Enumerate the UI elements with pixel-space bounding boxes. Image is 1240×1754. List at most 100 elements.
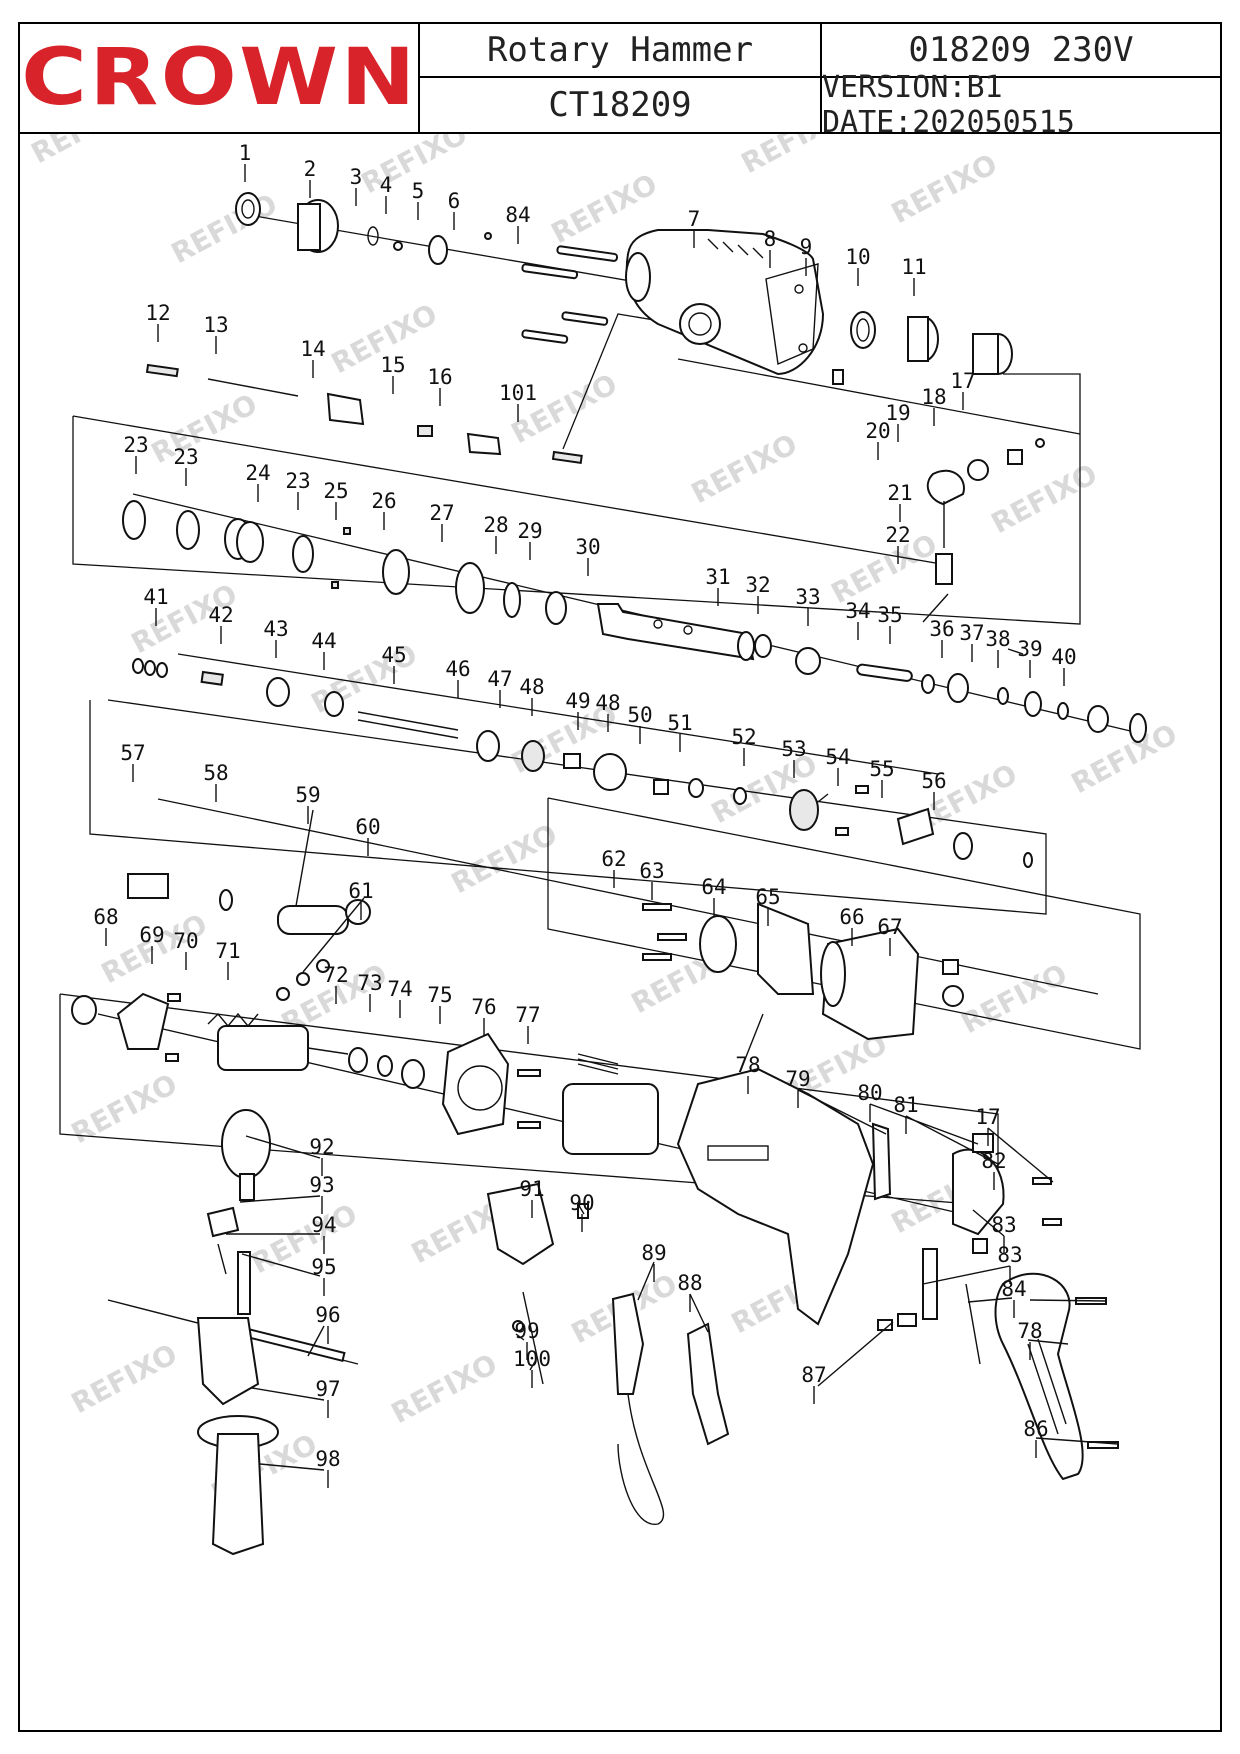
leader-line	[245, 1135, 321, 1159]
leader-line	[922, 1265, 1011, 1285]
part-label: 84	[505, 203, 530, 227]
part-label: 29	[517, 519, 542, 543]
part-label: 54	[825, 745, 850, 769]
watermark-text: REFIXO	[956, 957, 1073, 1040]
part-label: 17	[950, 369, 975, 393]
part-label: 80	[857, 1081, 882, 1105]
leader-line	[241, 1253, 321, 1277]
part-label: 38	[985, 627, 1010, 651]
part-label: 96	[315, 1303, 340, 1327]
clutch-row-23-30	[122, 500, 755, 661]
leader-line	[1029, 1299, 1107, 1302]
part-label: 35	[877, 603, 902, 627]
part-label: 65	[755, 885, 780, 909]
leader-line	[307, 1325, 325, 1357]
part-label: 101	[499, 381, 537, 405]
part-label: 15	[380, 353, 405, 377]
aux-handle-group-92-98	[107, 1109, 359, 1556]
part-label: 26	[371, 489, 396, 513]
part-label: 11	[901, 255, 926, 279]
part-label: 86	[1023, 1417, 1048, 1441]
part-label: 68	[93, 905, 118, 929]
bearing-row-8-11	[832, 311, 1013, 385]
lock-parts-12-16	[145, 363, 583, 464]
leader-line	[967, 1297, 1013, 1303]
brand-logo: CROWN	[20, 24, 420, 132]
watermark-text: REFIXO	[386, 1347, 503, 1430]
watermark-text: REFIXO	[826, 527, 943, 610]
part-label: 77	[515, 1003, 540, 1027]
part-label: 84	[1001, 1277, 1026, 1301]
part-label: 46	[445, 657, 470, 681]
part-label: 78	[1017, 1319, 1042, 1343]
part-label: 72	[323, 963, 348, 987]
model-code: CT18209	[420, 78, 822, 132]
part-label: 76	[471, 995, 496, 1019]
leader-line	[817, 1321, 894, 1387]
watermark-text: REFIXO	[166, 187, 283, 270]
gear-shaft-row-41-56	[132, 658, 1033, 868]
part-label: 63	[639, 859, 664, 883]
part-label: 56	[921, 769, 946, 793]
part-label: 93	[309, 1173, 334, 1197]
part-label: 43	[263, 617, 288, 641]
switch-group-79-84	[871, 1122, 1119, 1449]
watermark-text: REFIXO	[886, 147, 1003, 230]
watermark-text: REFIXO	[686, 427, 803, 510]
part-label: 45	[381, 643, 406, 667]
part-label: 78	[735, 1053, 760, 1077]
watermark-text: REFIXO	[736, 134, 853, 180]
part-label: 14	[300, 337, 325, 361]
part-label: 55	[869, 757, 894, 781]
part-label: 79	[785, 1067, 810, 1091]
part-label: 67	[877, 915, 902, 939]
part-label: 58	[203, 761, 228, 785]
gear-housing-7	[625, 229, 825, 376]
product-name: Rotary Hammer	[420, 24, 822, 78]
leader-line	[987, 1127, 1054, 1183]
leader-line	[869, 1103, 979, 1145]
part-label: 64	[701, 875, 726, 899]
switch-cord-group-86-91	[486, 1182, 893, 1525]
part-label: 47	[487, 667, 512, 691]
part-label: 23	[285, 469, 310, 493]
part-label: 97	[315, 1377, 340, 1401]
part-label: 5	[412, 179, 425, 203]
part-label: 21	[887, 481, 912, 505]
part-label: 48	[595, 691, 620, 715]
watermark-text: REFIXO	[246, 1197, 363, 1280]
watermark-text: REFIXO	[506, 367, 623, 450]
part-label: 40	[1051, 645, 1076, 669]
leader-line	[259, 1463, 325, 1471]
part-label: 91	[519, 1177, 544, 1201]
part-label: 23	[123, 433, 148, 457]
part-label: 74	[387, 977, 412, 1001]
part-label: 95	[311, 1255, 336, 1279]
leader-line	[972, 1209, 1005, 1237]
part-label: 75	[427, 983, 452, 1007]
part-label: 18	[921, 385, 946, 409]
part-label: 12	[145, 301, 170, 325]
leader-line	[577, 1203, 585, 1215]
part-label: 31	[705, 565, 730, 589]
part-label: 94	[311, 1213, 336, 1237]
part-label: 25	[323, 479, 348, 503]
part-label: 73	[357, 971, 382, 995]
part-label: 7	[688, 207, 701, 231]
part-label: 13	[203, 313, 228, 337]
part-label: 33	[795, 585, 820, 609]
leader-line	[637, 1261, 655, 1301]
part-label: 87	[801, 1363, 826, 1387]
part-label: 61	[348, 879, 373, 903]
watermark-text: REFIXO	[66, 1067, 183, 1150]
diagram-frame	[18, 134, 1222, 1732]
exploded-view-diagram: REFIXO REFIXO REFIXO REFIXO REFIXO REFIXO REFI…	[26, 134, 1182, 1556]
part-label: 92	[309, 1135, 334, 1159]
part-label: 28	[483, 513, 508, 537]
leader-line	[1035, 1437, 1119, 1445]
part-label: 44	[311, 629, 336, 653]
part-label: 36	[929, 617, 954, 641]
handle-cover-78	[994, 1272, 1084, 1481]
